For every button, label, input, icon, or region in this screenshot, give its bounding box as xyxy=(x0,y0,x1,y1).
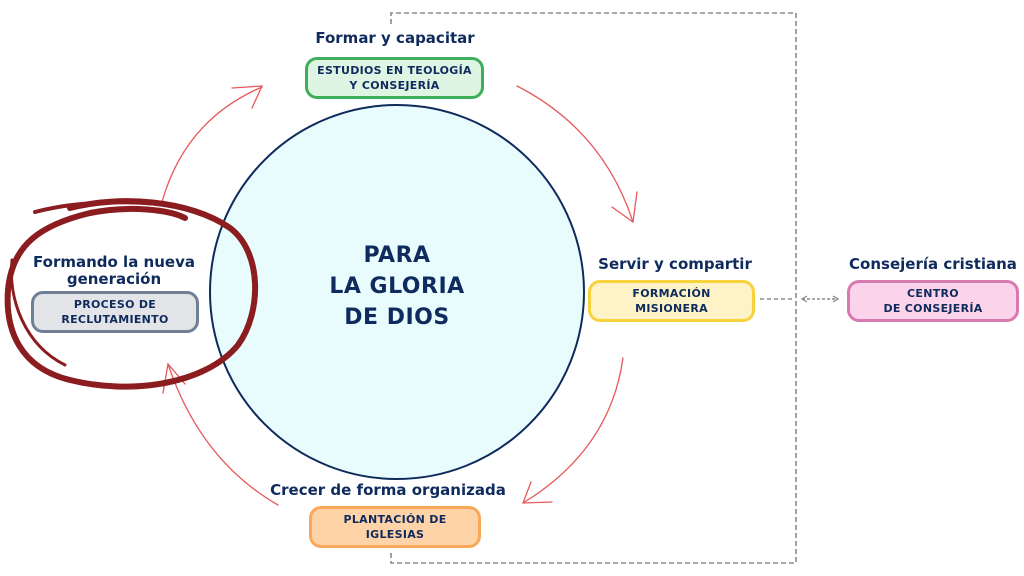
box-formacion-misionera[interactable]: FORMACIÓN MISIONERA xyxy=(588,280,755,322)
heading-servir-compartir: Servir y compartir xyxy=(598,255,752,273)
box-line: MISIONERA xyxy=(635,302,708,315)
box-line: PLANTACIÓN DE xyxy=(343,513,447,526)
heading-crecer-organizada: Crecer de forma organizada xyxy=(270,481,506,499)
heading-formando-nueva-generacion: Formando la nueva generación xyxy=(28,254,200,288)
heading-line: generación xyxy=(66,270,162,288)
center-title-line: LA GLORIA xyxy=(329,274,465,299)
box-proceso-reclutamiento[interactable]: PROCESO DE RECLUTAMIENTO xyxy=(31,291,199,333)
double-arrow-right-head xyxy=(832,295,840,303)
center-title-line: DE DIOS xyxy=(344,305,450,330)
center-title-line: PARA xyxy=(363,243,431,268)
box-line: DE CONSEJERÍA xyxy=(883,302,983,315)
box-plantacion-iglesias[interactable]: PLANTACIÓN DE IGLESIAS xyxy=(309,506,481,548)
box-line: Y CONSEJERÍA xyxy=(349,79,440,92)
arrow-right-to-bottom-head xyxy=(522,481,553,504)
arrow-right-to-bottom xyxy=(522,357,624,504)
box-line: FORMACIÓN xyxy=(632,287,711,300)
box-estudios-teologia[interactable]: ESTUDIOS EN TEOLOGÍA Y CONSEJERÍA xyxy=(305,57,484,99)
dashed-bracket-connector xyxy=(390,12,797,564)
box-line: ESTUDIOS EN TEOLOGÍA xyxy=(317,64,472,77)
center-circle xyxy=(209,104,585,480)
arrow-bottom-to-left-head xyxy=(162,362,186,394)
box-line: PROCESO DE xyxy=(73,298,157,311)
arrow-left-to-top-head xyxy=(231,85,264,109)
arrow-top-to-right-head xyxy=(611,191,638,224)
box-line: CENTRO xyxy=(907,287,959,300)
heading-line: Formando la nueva xyxy=(33,253,195,271)
double-arrow-left-head xyxy=(800,295,808,303)
heading-formar-capacitar: Formar y capacitar xyxy=(315,29,475,47)
arrow-top-to-right xyxy=(516,85,634,223)
heading-consejeria-cristiana: Consejería cristiana xyxy=(849,255,1017,273)
center-title: PARA LA GLORIA DE DIOS xyxy=(209,240,585,333)
arrow-left-to-top xyxy=(161,86,263,203)
box-line: IGLESIAS xyxy=(365,528,425,541)
box-line: RECLUTAMIENTO xyxy=(61,313,169,326)
box-centro-consejeria[interactable]: CENTRO DE CONSEJERÍA xyxy=(847,280,1019,322)
